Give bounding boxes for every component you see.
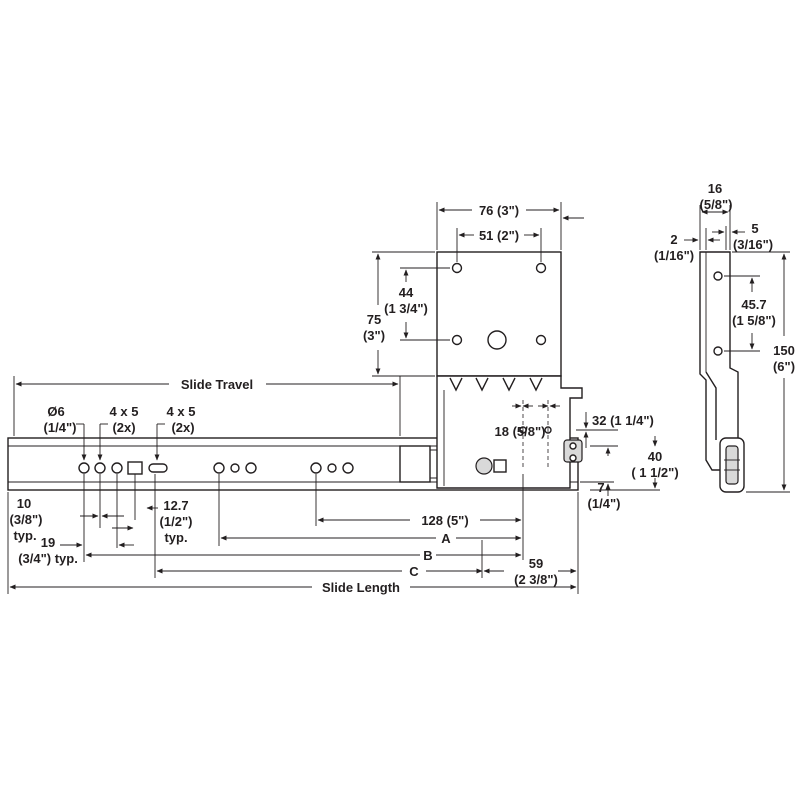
rear-bracket: [436, 251, 583, 489]
slot-left-size: 4 x 5: [110, 404, 139, 419]
dim-40-inch: ( 1 1/2"): [631, 465, 678, 480]
slide-side-view: [7, 251, 583, 491]
slot-left-count: (2x): [112, 420, 135, 435]
dim-c-label: C: [409, 564, 419, 579]
spacing-10-inch: (3/8"): [10, 512, 43, 527]
dim-b-label: B: [423, 548, 432, 563]
dim-7-value: 7: [597, 480, 604, 495]
spacing-127-typ: typ.: [164, 530, 187, 545]
dim-44-value: 44: [399, 285, 414, 300]
dim-75-inch: (3"): [363, 328, 385, 343]
dim-75-value: 75: [367, 312, 381, 327]
spacing-19-inch: (3/4") typ.: [18, 551, 78, 566]
slot-right-size: 4 x 5: [167, 404, 196, 419]
dim-18-label: 18 (5/8"): [495, 424, 546, 439]
slide-travel-label: Slide Travel: [181, 377, 253, 392]
dim-59-inch: (2 3/8"): [514, 572, 558, 587]
dim-40-value: 40: [648, 449, 662, 464]
dim-51-label: 51 (2"): [479, 228, 519, 243]
slide-end-view: [699, 251, 745, 493]
dim-457-inch: (1 5/8"): [732, 313, 776, 328]
dim-2-inch: (1/16"): [654, 248, 694, 263]
dim-5-inch: (3/16"): [733, 237, 773, 252]
bracket-dimensions: 76 (3") 51 (2") 75 (3") 44 (1 3/4") 18 (…: [363, 202, 679, 511]
dim-16-value: 16: [708, 181, 722, 196]
spacing-10-value: 10: [17, 496, 31, 511]
dim-7-inch: (1/4"): [588, 496, 621, 511]
dim-150-value: 150: [773, 343, 795, 358]
dim-457-value: 45.7: [741, 297, 766, 312]
slide-length-label: Slide Length: [322, 580, 400, 595]
slot-right-count: (2x): [171, 420, 194, 435]
inner-member-end: [399, 445, 431, 483]
dim-5-value: 5: [751, 221, 758, 236]
spacing-127-value: 12.7: [163, 498, 188, 513]
dim-a-label: A: [441, 531, 451, 546]
dim-16-inch: (5/8"): [700, 197, 733, 212]
dim-59-value: 59: [529, 556, 543, 571]
dim-150-inch: (6"): [773, 359, 795, 374]
hole-dia-value: Ø6: [47, 404, 64, 419]
spacing-19-value: 19: [41, 535, 55, 550]
dim-32-label: 32 (1 1/4"): [592, 413, 654, 428]
hole-dia-inch: (1/4"): [44, 420, 77, 435]
dim-128-label: 128 (5"): [421, 513, 468, 528]
end-view-dimensions: 16 (5/8") 2 (1/16") 5 (3/16") 45.7 (1 5/…: [654, 181, 795, 493]
slide-dimensions: Slide Travel Slide Length C B A 128 (5"): [7, 376, 579, 595]
dim-76-label: 76 (3"): [479, 203, 519, 218]
spacing-10-typ: typ.: [13, 528, 36, 543]
dim-2-value: 2: [670, 232, 677, 247]
spacing-127-inch: (1/2"): [160, 514, 193, 529]
dim-44-inch: (1 3/4"): [384, 301, 428, 316]
